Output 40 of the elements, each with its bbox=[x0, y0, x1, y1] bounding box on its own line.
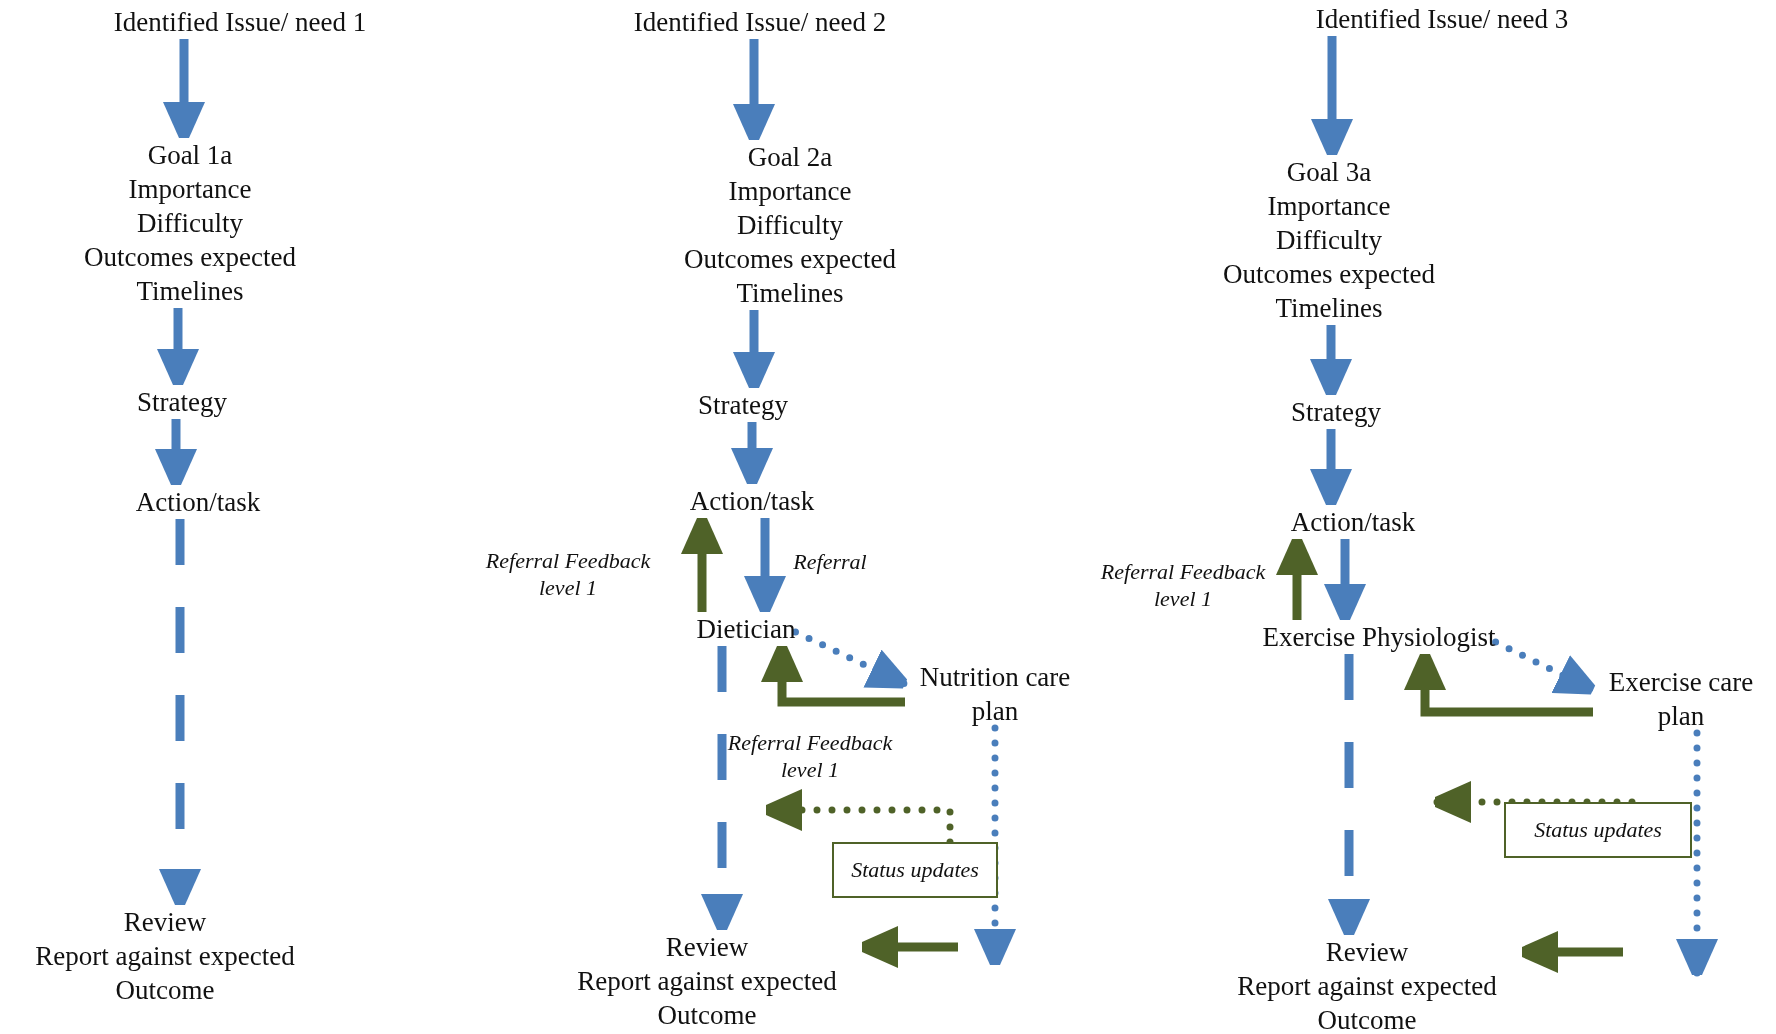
step-label: Exercise Physiologist bbox=[1262, 620, 1496, 654]
step-label: Action/task bbox=[1290, 505, 1416, 539]
block-line: Outcomes expected bbox=[1222, 258, 1436, 291]
block-line: Report against expected Outcome bbox=[34, 940, 296, 1007]
status-box: Status updates bbox=[1504, 802, 1692, 858]
edge-label: Referral bbox=[792, 547, 868, 575]
step-label: Identified Issue/ need 2 bbox=[633, 5, 887, 39]
block-line: Importance bbox=[1266, 190, 1392, 223]
block-line: Report against expected Outcome bbox=[576, 965, 838, 1032]
step-label: Action/task bbox=[135, 485, 261, 519]
block-heading: Review bbox=[1324, 936, 1410, 969]
block-line: Timelines bbox=[735, 277, 845, 310]
block-line: Difficulty bbox=[136, 207, 244, 240]
step-label: Action/task bbox=[689, 484, 815, 518]
block-line: Difficulty bbox=[736, 209, 844, 242]
edge-label: Referral Feedback level 1 bbox=[484, 547, 652, 601]
block-line: Importance bbox=[727, 175, 853, 208]
step-label: Strategy bbox=[1291, 395, 1381, 429]
step-label: Identified Issue/ need 1 bbox=[113, 5, 367, 39]
step-label: Exercise care plan bbox=[1593, 665, 1769, 733]
block-line: Timelines bbox=[1274, 292, 1384, 325]
block-line: Outcomes expected bbox=[83, 241, 297, 274]
step-label: Nutrition care plan bbox=[905, 660, 1085, 728]
edge-label: Referral Feedback level 1 bbox=[1099, 558, 1267, 612]
status-box: Status updates bbox=[832, 842, 998, 898]
block-heading: Goal 1a bbox=[146, 139, 234, 172]
step-label: Strategy bbox=[698, 388, 788, 422]
block-heading: Review bbox=[664, 931, 750, 964]
block-heading: Goal 2a bbox=[746, 141, 834, 174]
block-line: Report against expected Outcome bbox=[1236, 970, 1498, 1034]
block-line: Difficulty bbox=[1275, 224, 1383, 257]
block-heading: Goal 3a bbox=[1285, 156, 1373, 189]
edge-label: Referral Feedback level 1 bbox=[726, 729, 894, 783]
step-label: Identified Issue/ need 3 bbox=[1315, 2, 1569, 36]
block-line: Importance bbox=[127, 173, 253, 206]
block-line: Outcomes expected bbox=[683, 243, 897, 276]
block-line: Timelines bbox=[135, 275, 245, 308]
block-heading: Review bbox=[122, 906, 208, 939]
step-label: Dietician bbox=[696, 612, 796, 646]
step-label: Strategy bbox=[137, 385, 227, 419]
